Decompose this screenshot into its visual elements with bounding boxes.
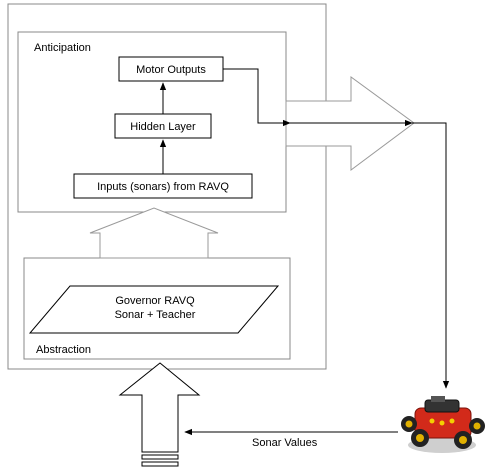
hidden-layer-node: [114, 113, 212, 139]
to-robot-arrow: [412, 122, 450, 389]
input-stripe-1: [141, 454, 179, 460]
motor-to-junction-line: [223, 68, 291, 127]
motor-outputs-node: [118, 56, 224, 82]
input-block-arrow: [118, 362, 201, 453]
hidden-layer-label: Hidden Layer: [130, 121, 196, 133]
governor-line2: Sonar + Teacher: [115, 309, 196, 321]
sonar-values-label: Sonar Values: [252, 437, 318, 449]
inputs-label: Inputs (sonars) from RAVQ: [97, 181, 229, 193]
governor-ravq-node: [28, 285, 280, 334]
governor-line1: Governor RAVQ: [115, 295, 195, 307]
anticipation-label: Anticipation: [34, 42, 91, 54]
motor-outputs-label: Motor Outputs: [136, 64, 206, 76]
input-stripe-2: [141, 461, 179, 467]
abstraction-label: Abstraction: [36, 344, 91, 356]
robot-icon: [401, 396, 485, 453]
abstraction-to-anticipation-block-arrow: [89, 207, 219, 259]
